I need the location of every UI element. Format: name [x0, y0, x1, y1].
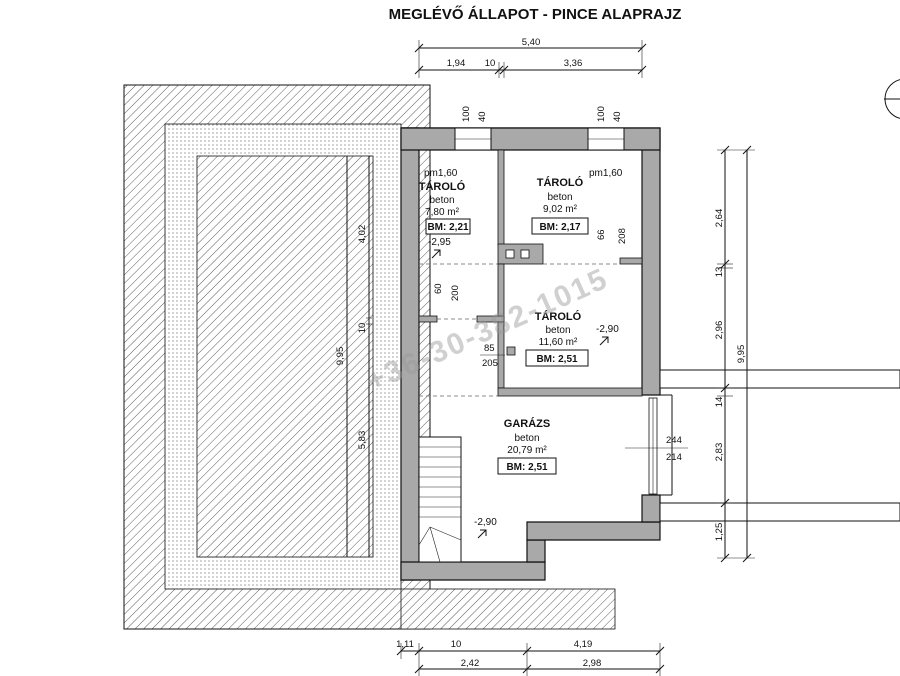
- room-name: TÁROLÓ: [535, 310, 582, 323]
- dimension-label: 9,95: [736, 345, 747, 364]
- dimension-label: 244: [666, 435, 682, 446]
- room-floor: beton: [547, 192, 572, 203]
- dimension-label: 2,83: [714, 443, 725, 462]
- dimension-label: 66: [596, 229, 607, 240]
- room-bm: BM: 2,21: [427, 222, 469, 233]
- room-name: TÁROLÓ: [537, 176, 584, 189]
- dimension-label: 100: [596, 106, 607, 122]
- dimension-label: 10: [485, 58, 496, 69]
- bm-box: [425, 218, 471, 235]
- opening-labels: 100 40 100 40 66 208 60 200 85 205 244 2…: [433, 106, 688, 463]
- room-floor: beton: [429, 195, 454, 206]
- north-arrow-icon: [884, 79, 900, 119]
- dimension-label: 1,94: [447, 58, 466, 69]
- dimension-label: 10: [451, 639, 462, 650]
- bm-box: [497, 457, 557, 475]
- level-arrow-icon: [599, 336, 609, 346]
- site-walls: [659, 369, 900, 522]
- dimension-left: 4,02 10 5,83 9,95: [335, 156, 372, 557]
- dimension-label: 2,64: [714, 209, 725, 228]
- room-area: 11,60 m²: [539, 337, 578, 348]
- dimension-label: 4,19: [574, 639, 593, 650]
- bm-box: [525, 349, 589, 367]
- dimension-label: 200: [450, 285, 461, 301]
- room-name: GARÁZS: [504, 417, 550, 430]
- dimension-label: 100: [461, 106, 472, 122]
- room-storage-2: TÁROLÓ beton 9,02 m² BM: 2,17: [531, 176, 589, 235]
- level-value: -2,95: [428, 237, 451, 248]
- building-walls: [400, 127, 661, 581]
- level-arrow-icon: [431, 249, 441, 259]
- room-area: 9,02 m²: [543, 204, 578, 215]
- dimension-label: 1,11: [396, 639, 414, 650]
- level-markers: pm1,60 pm1,60 -2,95 -2,90 -2,90: [424, 168, 623, 539]
- dimension-label: 10: [357, 323, 368, 334]
- dimension-label: 205: [482, 358, 498, 369]
- dimension-label: 2,96: [714, 321, 725, 340]
- room-name: TÁROLÓ: [419, 180, 466, 193]
- room-garage: GARÁZS beton 20,79 m² BM: 2,51: [497, 417, 557, 475]
- dimension-label: 14: [714, 397, 725, 408]
- garage-gate: [648, 394, 673, 496]
- dimension-right: 2,64 13 2,96 14 2,83 1,25 9,95: [714, 145, 755, 563]
- room-floor: beton: [514, 433, 539, 444]
- dimension-bottom: 1,11 10 4,19 2,42 2,98: [396, 639, 665, 676]
- dimension-label: 1,25: [714, 523, 725, 542]
- level-pm-right: pm1,60: [589, 168, 623, 179]
- dimension-label: 5,40: [522, 37, 541, 48]
- level-pm-left: pm1,60: [424, 168, 458, 179]
- dimension-label: 5,83: [357, 431, 368, 450]
- room-bm: BM: 2,51: [506, 462, 548, 473]
- dimension-label: 4,02: [357, 225, 368, 244]
- room-bm: BM: 2,17: [539, 222, 581, 233]
- room-storage-3: TÁROLÓ beton 11,60 m² BM: 2,51: [525, 310, 589, 367]
- level-value: -2,90: [596, 324, 619, 335]
- room-bm: BM: 2,51: [536, 354, 578, 365]
- dimension-label: 9,95: [335, 347, 346, 366]
- level-value: -2,90: [474, 517, 497, 528]
- dimension-label: 2,98: [583, 658, 602, 669]
- dimension-top: 5,40 1,94 10 3,36: [414, 37, 647, 78]
- plan-title: MEGLÉVŐ ÁLLAPOT - PINCE ALAPRAJZ: [389, 5, 682, 23]
- dimension-label: 40: [612, 111, 623, 122]
- bm-box: [531, 217, 589, 235]
- terrain-block: [123, 84, 616, 630]
- room-area: 20,79 m²: [507, 445, 547, 456]
- dimension-label: 214: [666, 452, 682, 463]
- dimension-label: 208: [617, 228, 628, 244]
- dimension-label: 40: [477, 111, 488, 122]
- dimension-label: 85: [484, 343, 495, 354]
- staircase: [418, 436, 462, 563]
- dimension-label: 3,36: [564, 58, 583, 69]
- dimension-label: 13: [714, 267, 725, 278]
- dimension-label: 60: [433, 283, 444, 294]
- room-floor: beton: [545, 325, 570, 336]
- room-area: 7,80 m²: [425, 207, 460, 218]
- dimension-label: 2,42: [461, 658, 480, 669]
- level-arrow-icon: [477, 529, 487, 539]
- room-storage-1: TÁROLÓ beton 7,80 m² BM: 2,21: [419, 180, 471, 235]
